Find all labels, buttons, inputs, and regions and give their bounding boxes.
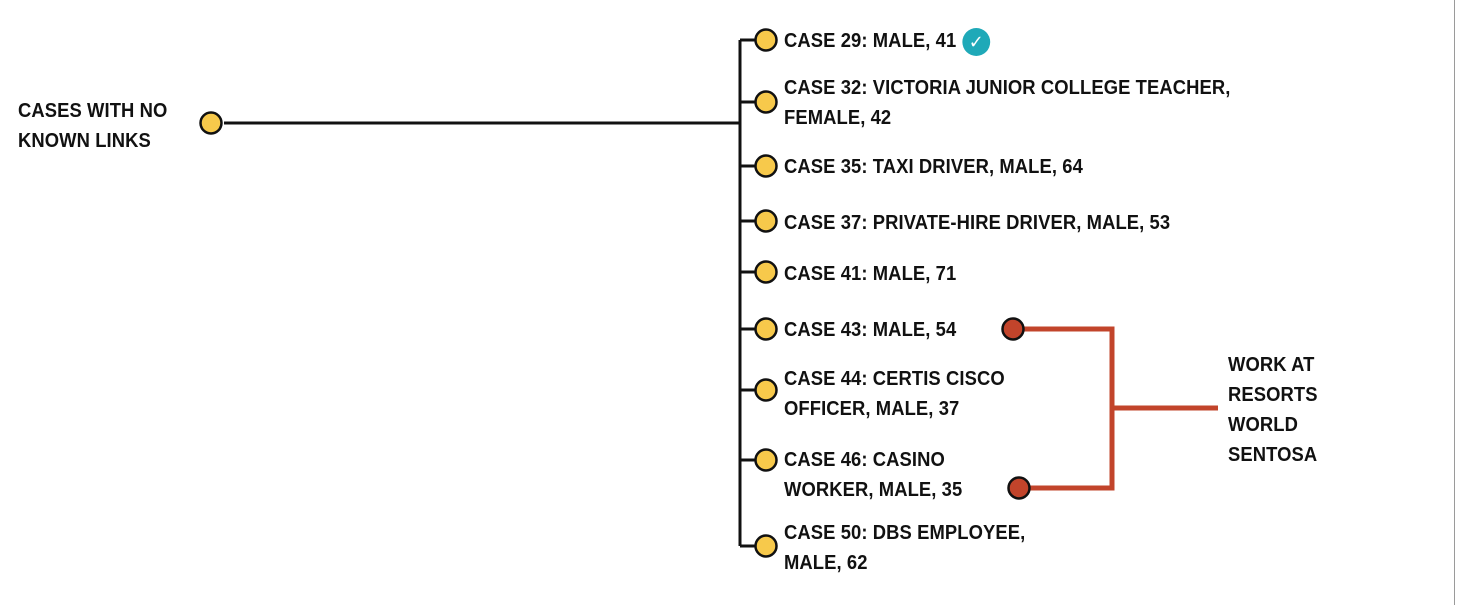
cluster-label-line-4: SENTOSA [1228,444,1318,466]
root-node [199,111,223,135]
cluster-label-line-1: WORK AT [1228,354,1315,376]
case-label-29-line-1: CASE 29: MALE, 41✓ [784,26,991,56]
root-label: CASES WITH NO KNOWN LINKS [18,96,167,156]
case-node-50 [754,534,778,558]
case-node-37 [754,209,778,233]
case-label-44-line-1: CASE 44: CERTIS CISCO [784,368,1005,390]
case-node-41 [754,260,778,284]
link-node-case-43 [1001,317,1025,341]
page-edge-divider [1454,0,1455,605]
case-node-43 [754,317,778,341]
case-label-32: CASE 32: VICTORIA JUNIOR COLLEGE TEACHER… [784,73,1230,133]
case-label-50-line-2: MALE, 62 [784,552,868,574]
case-label-37-line-1: CASE 37: PRIVATE-HIRE DRIVER, MALE, 53 [784,212,1171,234]
case-label-32-line-2: FEMALE, 42 [784,107,892,129]
link-node-case-46 [1007,476,1031,500]
case-label-50-line-1: CASE 50: DBS EMPLOYEE, [784,522,1026,544]
case-label-35: CASE 35: TAXI DRIVER, MALE, 64 [784,152,1083,182]
case-node-35 [754,154,778,178]
case-label-35-line-1: CASE 35: TAXI DRIVER, MALE, 64 [784,156,1083,178]
case-label-44: CASE 44: CERTIS CISCO OFFICER, MALE, 37 [784,364,1005,424]
case-label-50: CASE 50: DBS EMPLOYEE, MALE, 62 [784,518,1025,578]
case-node-44 [754,378,778,402]
case-label-43: CASE 43: MALE, 54 [784,315,956,345]
root-label-line-1: CASES WITH NO [18,100,168,122]
root-label-line-2: KNOWN LINKS [18,130,151,152]
case-label-41-line-1: CASE 41: MALE, 71 [784,263,957,285]
cluster-label-line-3: WORLD [1228,414,1298,436]
case-node-29 [754,28,778,52]
case-label-46: CASE 46: CASINO WORKER, MALE, 35 [784,445,962,505]
case-node-32 [754,90,778,114]
case-label-41: CASE 41: MALE, 71 [784,259,956,289]
case-label-32-line-1: CASE 32: VICTORIA JUNIOR COLLEGE TEACHER… [784,77,1231,99]
cluster-label-line-2: RESORTS [1228,384,1318,406]
case-label-37: CASE 37: PRIVATE-HIRE DRIVER, MALE, 53 [784,208,1170,238]
case-node-46 [754,448,778,472]
check-circle-icon: ✓ [962,27,991,56]
case-label-46-line-2: WORKER, MALE, 35 [784,479,963,501]
cluster-bracket-line [1024,326,1115,491]
case-label-44-line-2: OFFICER, MALE, 37 [784,398,960,420]
case-label-29: CASE 29: MALE, 41✓ [784,26,991,56]
case-label-46-line-1: CASE 46: CASINO [784,449,945,471]
cluster-label: WORK AT RESORTS WORLD SENTOSA [1228,350,1318,470]
case-label-43-line-1: CASE 43: MALE, 54 [784,319,957,341]
